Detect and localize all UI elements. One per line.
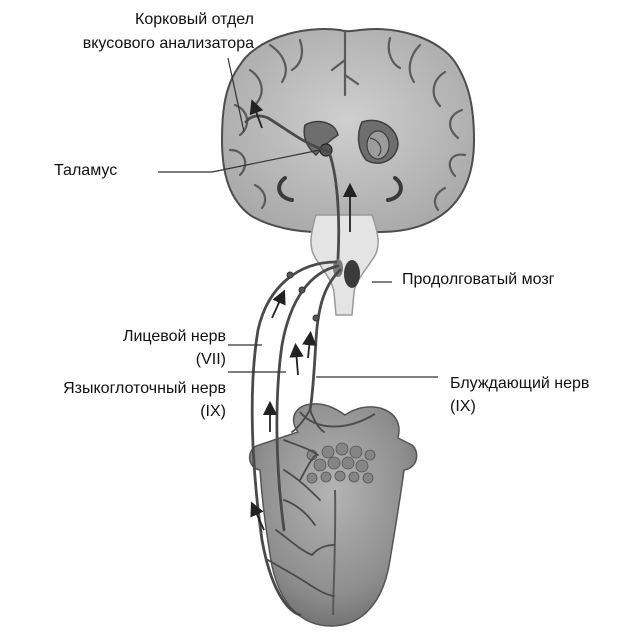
tongue <box>250 404 417 626</box>
label-thalamus: Таламус <box>54 161 117 181</box>
label-glosso-nerve-num: (IX) <box>140 402 226 422</box>
label-cortex-line1: Корковый отдел <box>60 10 254 30</box>
label-facial-nerve: Лицевой нерв <box>40 327 226 347</box>
label-cortex-line2: вкусового анализатора <box>10 34 254 54</box>
label-vagus-nerve: Блуждающий нерв <box>450 374 589 394</box>
label-glosso-nerve: Языкоглоточный нерв <box>0 379 226 399</box>
brain-section <box>222 29 474 232</box>
label-facial-nerve-num: (VII) <box>140 350 226 370</box>
label-vagus-nerve-num: (IX) <box>450 397 476 417</box>
label-medulla: Продолговатый мозг <box>402 270 555 290</box>
